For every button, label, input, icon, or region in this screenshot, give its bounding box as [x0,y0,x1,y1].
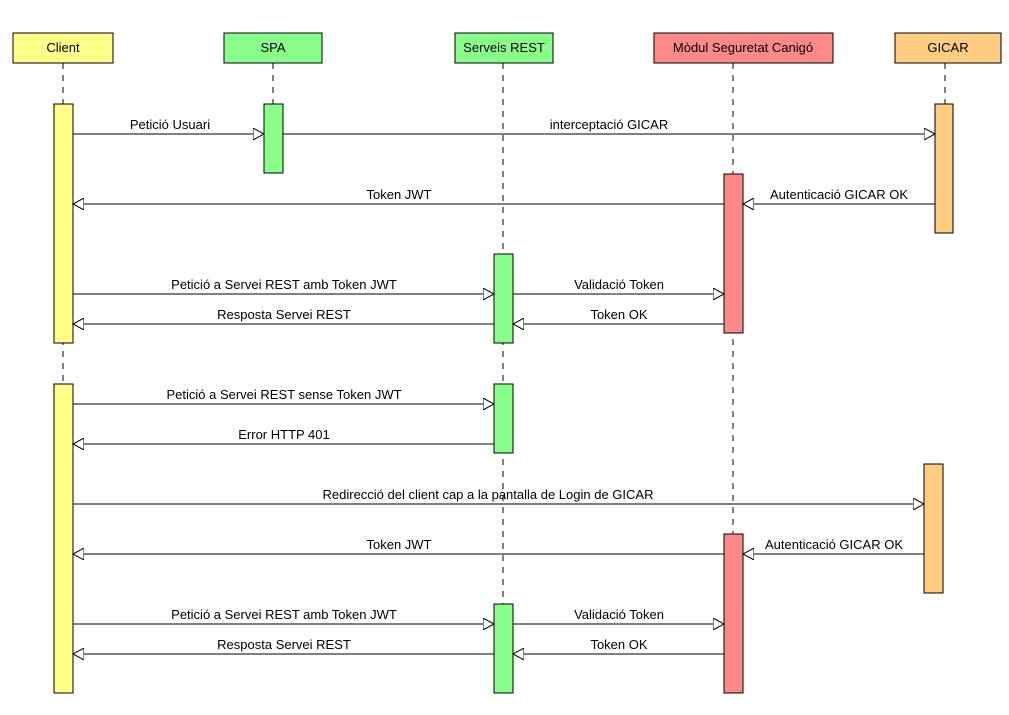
lifelines [62,63,946,693]
participant-label: Client [46,40,80,55]
message-label: Resposta Servei REST [217,307,351,322]
participant-box [454,32,554,64]
message[interactable]: Petició a Servei REST sense Token JWT [73,387,494,404]
message-label: Validació Token [574,607,664,622]
participant-label: GICAR [927,40,968,55]
activation-client [53,103,74,344]
message-label: interceptació GICAR [550,117,669,132]
message-label: Error HTTP 401 [238,427,330,442]
participant-box [12,32,114,64]
activations [53,103,954,694]
message[interactable]: Token OK [513,637,724,654]
participant-client[interactable]: Client [12,32,114,64]
participant-spa[interactable]: SPA [223,32,323,64]
message[interactable]: interceptació GICAR [283,117,935,134]
participant-label: SPA [260,40,285,55]
message-label: Petició Usuari [130,117,210,132]
message[interactable]: Petició a Servei REST amb Token JWT [73,607,494,624]
activation-rest [493,253,514,344]
message[interactable]: Autenticació GICAR OK [743,537,924,554]
message-label: Petició a Servei REST amb Token JWT [171,607,397,622]
message[interactable]: Token OK [513,307,724,324]
message[interactable]: Autenticació GICAR OK [743,187,935,204]
participant-box [653,32,834,64]
message[interactable]: Token JWT [73,537,724,554]
message-label: Token OK [590,637,647,652]
activation-canigo [723,533,744,694]
participant-label: Mòdul Seguretat Canigó [673,40,813,55]
participant-rest[interactable]: Serveis REST [454,32,554,64]
message-label: Validació Token [574,277,664,292]
message-label: Autenticació GICAR OK [765,537,903,552]
message[interactable]: Validació Token [513,607,724,624]
message-label: Petició a Servei REST sense Token JWT [166,387,401,402]
activation-canigo [723,173,744,334]
message[interactable]: Validació Token [513,277,724,294]
activation-spa [263,103,284,174]
message[interactable]: Token JWT [73,187,724,204]
participants: Client SPA Serveis REST Mòdul Seguretat … [12,32,1002,64]
message-label: Token JWT [366,187,431,202]
activation-rest [493,383,514,454]
message[interactable]: Resposta Servei REST [73,307,494,324]
message-label: Autenticació GICAR OK [770,187,908,202]
message-label: Redirecció del client cap a la pantalla … [323,487,654,502]
message[interactable]: Error HTTP 401 [73,427,494,444]
participant-label: Serveis REST [463,40,545,55]
message-label: Resposta Servei REST [217,637,351,652]
activation-gicar [923,463,944,594]
message[interactable]: Petició Usuari [73,117,264,134]
message-label: Token OK [590,307,647,322]
message-label: Token JWT [366,537,431,552]
activation-gicar [934,103,954,234]
message[interactable]: Redirecció del client cap a la pantalla … [73,487,924,504]
participant-gicar[interactable]: GICAR [894,32,1002,64]
participant-canigo[interactable]: Mòdul Seguretat Canigó [653,32,834,64]
messages: Petició Usuari interceptació GICAR Auten… [73,117,935,654]
message[interactable]: Resposta Servei REST [73,637,494,654]
message[interactable]: Petició a Servei REST amb Token JWT [73,277,494,294]
activation-rest [493,603,514,694]
activation-client [53,383,74,694]
participant-box [894,32,1002,64]
message-label: Petició a Servei REST amb Token JWT [171,277,397,292]
participant-box [223,32,323,64]
